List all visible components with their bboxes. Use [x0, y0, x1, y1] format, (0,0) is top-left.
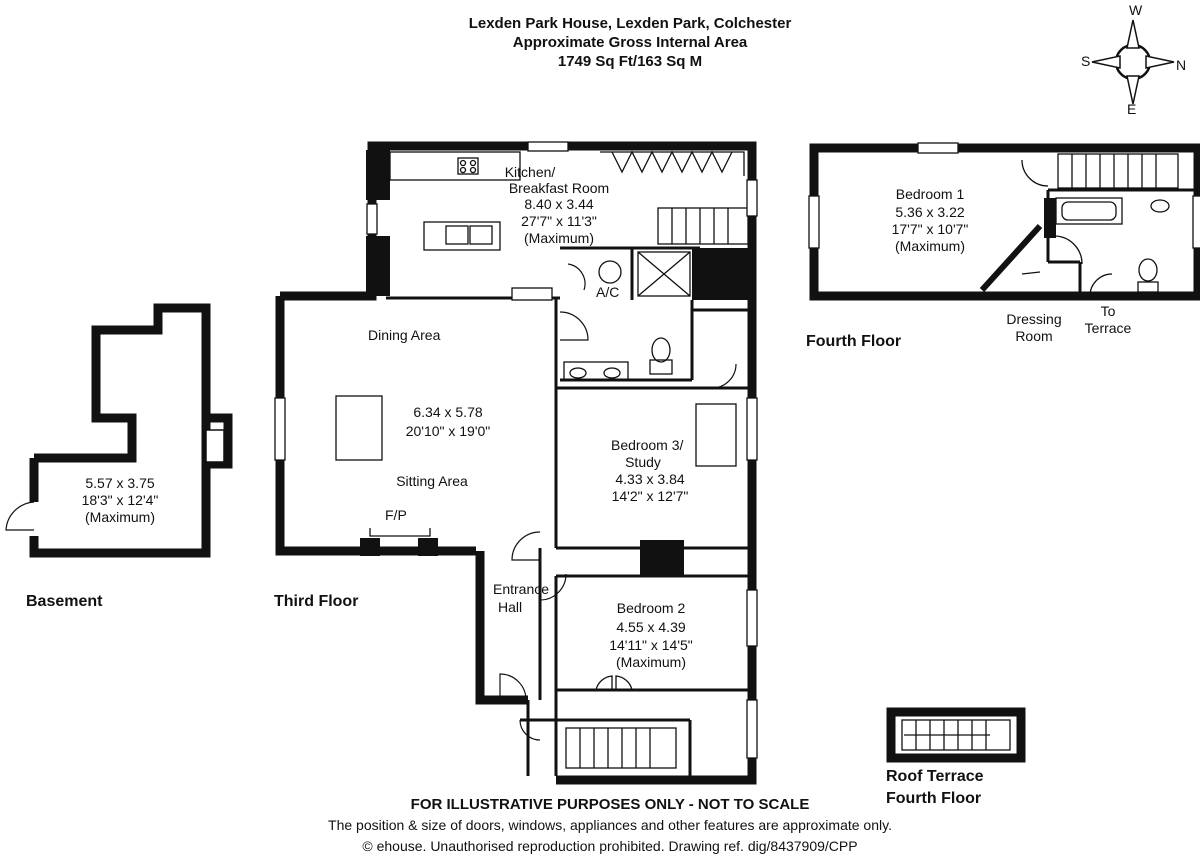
compass-e: E: [1127, 101, 1136, 117]
dressing-room-line2: Room: [1015, 328, 1052, 344]
terrace-line1: To: [1101, 303, 1116, 319]
bedroom3-metric: 4.33 x 3.84: [615, 471, 684, 487]
bedroom3-name1: Bedroom 3/: [611, 437, 683, 453]
compass-icon: W S N E: [1081, 2, 1186, 117]
bedroom3-name2: Study: [625, 454, 661, 470]
bedroom1-note: (Maximum): [895, 238, 965, 254]
dining-area-label: Dining Area: [368, 327, 441, 343]
basement-walls: [29, 303, 233, 558]
basement-note: (Maximum): [85, 509, 155, 525]
fourth-floor-label: Fourth Floor: [806, 333, 901, 350]
area-subtitle: Approximate Gross Internal Area: [512, 34, 748, 51]
third-floor-doors: [499, 263, 737, 741]
kitchen-name2: Breakfast Room: [509, 180, 609, 196]
compass-w: W: [1129, 2, 1143, 18]
plan-footer: FOR ILLUSTRATIVE PURPOSES ONLY - NOT TO …: [250, 794, 970, 857]
ac-label: A/C: [596, 284, 619, 300]
third-floor-lower-stairs: [565, 727, 677, 769]
compass-s: S: [1081, 53, 1090, 69]
approximation-note: The position & size of doors, windows, a…: [328, 817, 892, 833]
copyright-text: © ehouse. Unauthorised reproduction proh…: [362, 838, 858, 854]
kitchen-metric: 8.40 x 3.44: [524, 196, 593, 212]
sitting-area-label: Sitting Area: [396, 473, 468, 489]
living-metric: 6.34 x 5.78: [413, 404, 482, 420]
roof-terrace-stairs: [886, 707, 1026, 763]
roof-terrace-line1: Roof Terrace: [886, 768, 984, 785]
bedroom1-name: Bedroom 1: [896, 186, 965, 202]
plan-header: Lexden Park House, Lexden Park, Colchest…: [380, 14, 880, 71]
dressing-room-line1: Dressing: [1006, 311, 1061, 327]
third-floor-upper-stairs: [657, 207, 749, 245]
property-title: Lexden Park House, Lexden Park, Colchest…: [468, 15, 792, 32]
basement-window: [205, 429, 225, 463]
basement-metric: 5.57 x 3.75: [85, 475, 154, 491]
bedroom2-name: Bedroom 2: [617, 600, 686, 616]
basement-door: [5, 501, 40, 536]
compass-n: N: [1176, 57, 1186, 73]
living-imperial: 20'10" x 19'0": [406, 423, 491, 439]
kitchen-note: (Maximum): [524, 230, 594, 246]
bedroom1-metric: 5.36 x 3.22: [895, 204, 964, 220]
entrance-hall-line2: Hall: [498, 599, 522, 615]
basement-label: Basement: [26, 593, 103, 610]
fourth-floor-walls: [809, 143, 1200, 301]
bedroom3-imperial: 14'2" x 12'7": [612, 488, 689, 504]
basement-imperial: 18'3" x 12'4": [82, 492, 159, 508]
disclaimer-text: FOR ILLUSTRATIVE PURPOSES ONLY - NOT TO …: [410, 796, 810, 813]
kitchen-name1: Kitchen/: [505, 164, 556, 180]
entrance-hall-line1: Entrance: [493, 581, 549, 597]
bedroom2-note: (Maximum): [616, 654, 686, 670]
third-floor-walls: [275, 141, 757, 785]
terrace-line2: Terrace: [1085, 320, 1132, 336]
roof-terrace-line2: Fourth Floor: [886, 790, 981, 807]
kitchen-imperial: 27'7" x 11'3": [521, 213, 597, 229]
bedroom2-metric: 4.55 x 4.39: [616, 619, 685, 635]
third-floor-label: Third Floor: [274, 593, 358, 610]
fireplace-label: F/P: [385, 507, 407, 523]
bedroom2-imperial: 14'11" x 14'5": [609, 637, 693, 653]
bedroom1-imperial: 17'7" x 10'7": [892, 221, 969, 237]
area-total: 1749 Sq Ft/163 Sq M: [557, 53, 703, 70]
